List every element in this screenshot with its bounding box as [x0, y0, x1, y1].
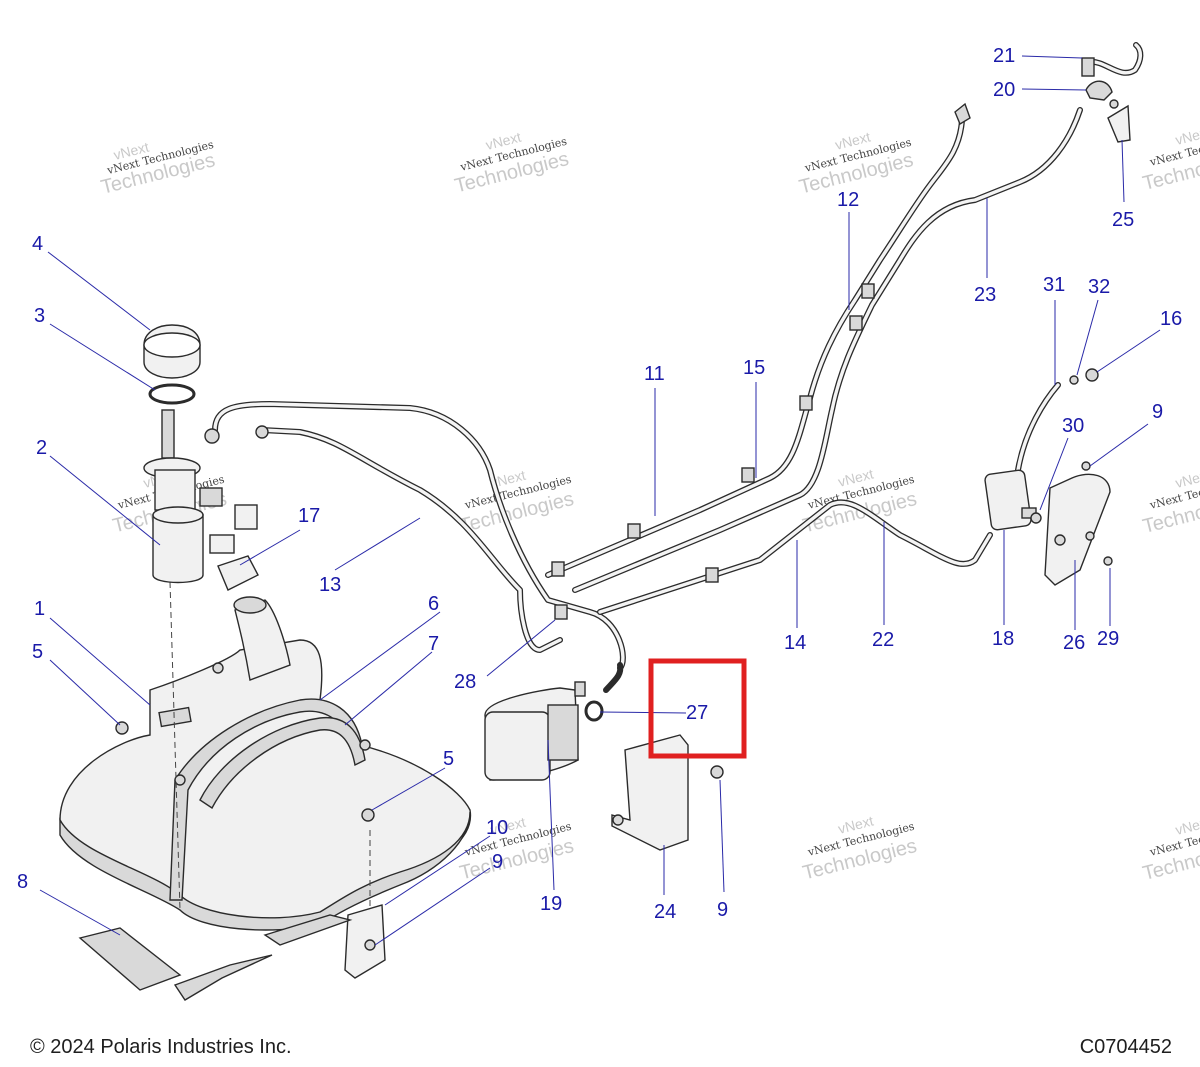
- callout-3: 3: [34, 305, 45, 327]
- callout-6: 6: [428, 593, 439, 615]
- bracket-10: [344, 904, 386, 979]
- callout-31: 31: [1043, 274, 1065, 296]
- callout-32: 32: [1088, 276, 1110, 298]
- center-lines: [169, 581, 371, 911]
- pads: [78, 914, 353, 1001]
- watermark: vNext vNext Technologies Technologies: [800, 466, 919, 538]
- watermark: vNext vNext Technologies Technologies: [99, 138, 218, 199]
- callouts: 4 3 2 1 5 6 7 5 8 10 9 13 11 15 12 17 28…: [17, 45, 1182, 923]
- watermark: vNext vNext Technologies Technologies: [1141, 467, 1200, 538]
- callout-13: 13: [319, 574, 341, 596]
- watermark: vNext vNext Technologies Technologies: [457, 467, 576, 538]
- callout-1: 1: [34, 598, 45, 620]
- upper-right-fittings: [954, 57, 1131, 385]
- callout-19: 19: [540, 893, 562, 915]
- callout-28: 28: [454, 671, 476, 693]
- callout-9: 9: [492, 851, 503, 873]
- callout-17: 17: [298, 505, 320, 527]
- callout-7: 7: [428, 633, 439, 655]
- callout-25: 25: [1112, 209, 1134, 231]
- watermark: vNext vNext Technologies Technologies: [1141, 814, 1200, 885]
- callout-30: 30: [1062, 415, 1084, 437]
- callout-29: 29: [1097, 628, 1119, 650]
- fuel-filter: [984, 469, 1042, 531]
- callout-11: 11: [644, 363, 665, 385]
- bracket-24: [611, 734, 724, 851]
- evap-canister: [484, 662, 624, 781]
- leader-lines: [39, 55, 1161, 946]
- callout-5: 5: [443, 748, 454, 770]
- callout-2: 2: [36, 437, 47, 459]
- callout-23: 23: [974, 284, 996, 306]
- callout-26: 26: [1063, 632, 1085, 654]
- callout-12: 12: [837, 189, 859, 211]
- callout-9: 9: [1152, 401, 1163, 423]
- fuel-tank: [59, 596, 472, 931]
- callout-27: 27: [686, 702, 708, 724]
- callout-4: 4: [32, 233, 43, 255]
- callout-5: 5: [32, 641, 43, 663]
- callout-14: 14: [784, 632, 806, 654]
- watermark: vNext vNext Technologies Technologies: [800, 813, 919, 885]
- callout-18: 18: [992, 628, 1014, 650]
- fuel-lines: [204, 42, 1144, 671]
- callout-15: 15: [743, 357, 765, 379]
- callout-9: 9: [717, 899, 728, 921]
- callout-10: 10: [486, 817, 508, 839]
- callout-21: 21: [993, 45, 1015, 67]
- diagram-code: C0704452: [1079, 1036, 1172, 1058]
- bracket-26: [1044, 461, 1113, 586]
- callout-20: 20: [993, 79, 1015, 101]
- watermark: vNext vNext Technologies Technologies: [452, 129, 571, 198]
- highlight-box-part-27: [648, 658, 747, 759]
- callout-8: 8: [17, 871, 28, 893]
- watermark: vNext vNext Technologies Technologies: [1141, 124, 1200, 195]
- copyright-notice: © 2024 Polaris Industries Inc.: [30, 1036, 292, 1058]
- callout-22: 22: [872, 629, 894, 651]
- fuel-pump-assembly: [143, 324, 259, 591]
- callout-16: 16: [1160, 308, 1182, 330]
- watermark: vNext vNext Technologies Technologies: [797, 129, 916, 199]
- callout-24: 24: [654, 901, 676, 923]
